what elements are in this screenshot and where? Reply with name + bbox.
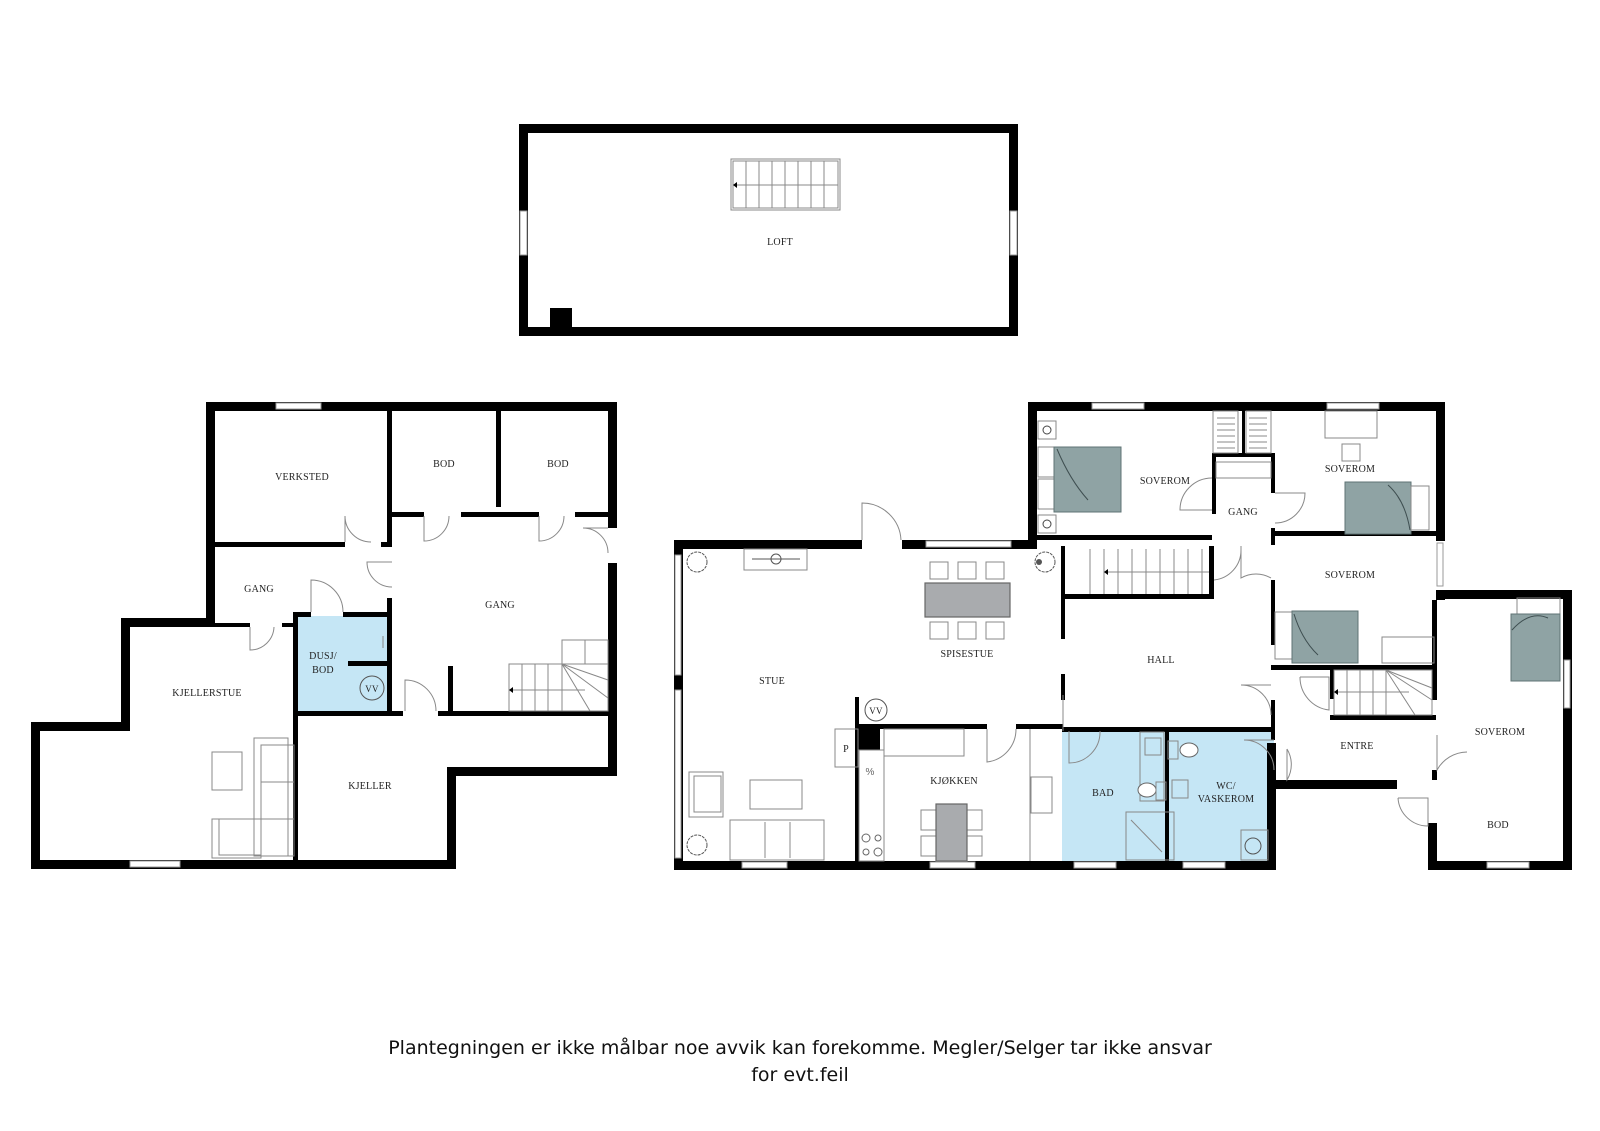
fireplace-icon [743, 548, 808, 571]
stair-icon [1333, 669, 1433, 716]
floor-basement: VV VERKSTED BOD BOD GANG GANG DUSJ/ BOD … [31, 402, 617, 869]
stair-icon [508, 639, 609, 712]
room-label-soverom: SOVEROM [1325, 464, 1375, 475]
room-label-gang: GANG [1228, 507, 1258, 518]
room-label-spisestue: SPISESTUE [941, 649, 994, 660]
stair-icon [1089, 549, 1209, 594]
bed-icon [1037, 420, 1122, 534]
vv-label: VV [365, 684, 379, 694]
room-label-dusj: DUSJ/ [309, 651, 337, 662]
room-label-soverom: SOVEROM [1140, 476, 1190, 487]
room-label-kjellerstue: KJELLERSTUE [172, 688, 241, 699]
room-label-soverom: SOVEROM [1475, 727, 1525, 738]
room-label-wc: WC/ [1216, 781, 1236, 792]
room-label-bod: BOD [433, 459, 455, 470]
room-label-bad: BAD [1092, 788, 1114, 799]
room-label-kjokken: KJØKKEN [930, 776, 978, 787]
dining-table-icon [924, 561, 1011, 640]
room-label-entre: ENTRE [1340, 741, 1373, 752]
room-label-verksted: VERKSTED [275, 472, 329, 483]
room-label-gang: GANG [485, 600, 515, 611]
stair-icon [730, 158, 841, 211]
room-label-dusj-bod: BOD [312, 665, 334, 676]
room-label-bod: BOD [1487, 820, 1509, 831]
bed-icon [1324, 410, 1430, 535]
disclaimer-line-2: for evt.feil [751, 1064, 849, 1086]
room-label-hall: HALL [1147, 655, 1174, 666]
floor-loft: LOFT [519, 124, 1018, 336]
room-label-kjeller: KJELLER [348, 781, 392, 792]
bed-icon [1510, 597, 1561, 682]
plant-icon [686, 551, 1056, 856]
sofa-icon [211, 737, 295, 859]
disclaimer-line-1: Plantegningen er ikke målbar noe avvik k… [388, 1037, 1212, 1059]
toilet-icon [1125, 731, 1269, 861]
sofa-icon [688, 771, 825, 861]
room-label-gang: GANG [244, 584, 274, 595]
floor-ground: % P VV [674, 402, 1572, 870]
room-label-loft: LOFT [767, 237, 793, 248]
bed-icon [1274, 610, 1359, 664]
svg-text:%: % [866, 767, 875, 778]
door-icon [249, 515, 609, 712]
vv-label: VV [869, 706, 883, 716]
room-label-vaskerom: VASKEROM [1198, 794, 1254, 805]
wardrobe-icon [1212, 410, 1435, 664]
room-label-soverom: SOVEROM [1325, 570, 1375, 581]
chimney-label: P [843, 744, 849, 755]
kitchen-counter-icon: % [858, 728, 1053, 862]
room-label-bod: BOD [547, 459, 569, 470]
door-icon [861, 477, 1468, 827]
room-label-stue: STUE [759, 676, 785, 687]
